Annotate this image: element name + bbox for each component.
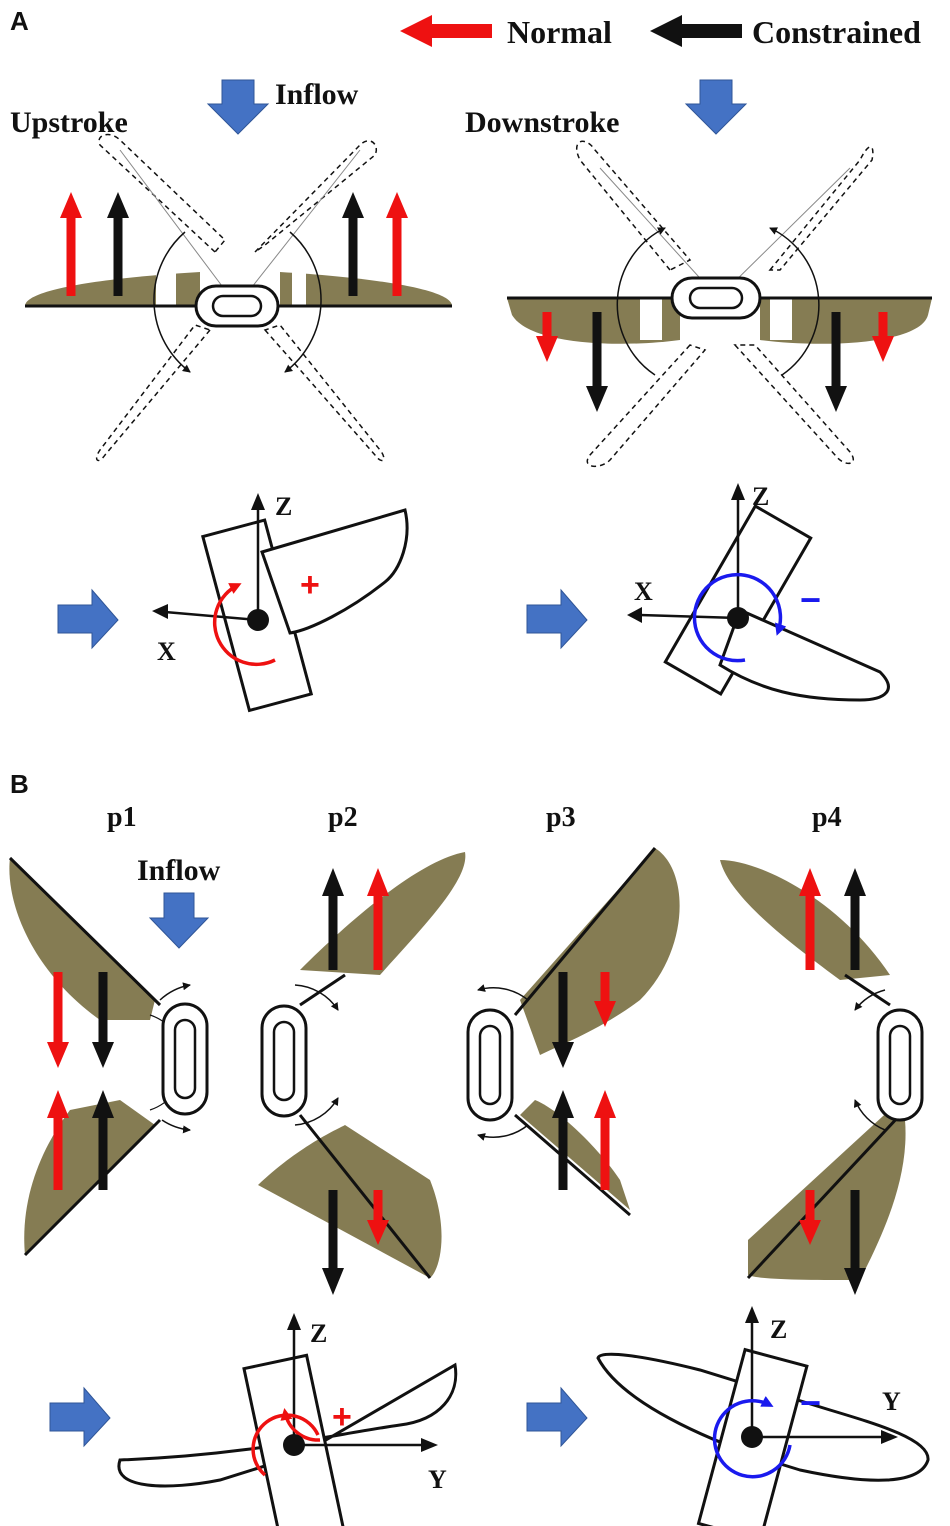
axes-diagram-a-left: Z X + [57,492,409,713]
downstroke-hinge-icon [670,276,762,320]
axes-diagram-b-left: Z Y + [49,1313,458,1526]
negative-moment-sign-b: − [800,1382,821,1423]
axis-z-label-a-right: Z [752,482,769,511]
downstroke-diagram [507,140,932,467]
axis-x-label-a-left: X [157,637,176,666]
phase-label-p4: p4 [812,802,842,833]
axes-diagram-b-right: Z Y − [526,1306,930,1526]
downstroke-wing-right [760,298,932,344]
upstroke-hinge-icon [194,284,280,328]
panel-b-label: B [10,769,29,799]
inflow-label-a: Inflow [275,78,359,111]
axis-z-label-b-right: Z [770,1315,787,1344]
axes-diagram-a-right: Z X − [526,482,890,702]
legend-normal-label: Normal [507,14,612,50]
phase-diagram-p3 [466,847,680,1217]
inflow-arrow-downstroke [684,79,748,135]
legend-constrained-label: Constrained [752,14,921,50]
flow-arrow-a-right [526,588,588,650]
upstroke-label: Upstroke [10,106,128,139]
positive-moment-sign: + [300,566,320,604]
inflow-arrow-upstroke [206,79,270,135]
phase-label-p1: p1 [107,802,137,833]
downstroke-label: Downstroke [465,106,619,139]
axis-z-label-b-left: Z [310,1319,327,1348]
flow-arrow-b-left [49,1386,111,1448]
flow-arrow-b-right [526,1386,588,1448]
inflow-label-b: Inflow [137,854,221,887]
panel-a-label: A [10,6,29,36]
flow-arrow-a-left [57,588,119,650]
legend-normal-arrow [400,15,492,47]
inflow-arrow-b [148,892,210,949]
legend: Normal Constrained [400,14,921,50]
negative-moment-sign: − [800,579,821,620]
phase-diagram-p2 [258,852,466,1295]
positive-moment-sign-b: + [332,1398,352,1436]
legend-constrained-arrow [650,15,742,47]
phase-label-p2: p2 [328,802,358,833]
phase-diagram-p4 [720,860,924,1295]
phase-label-p3: p3 [546,802,576,833]
upstroke-diagram [25,133,452,462]
axis-x-label-a-right: X [634,577,653,606]
axis-y-label-b-right: Y [882,1387,901,1416]
upstroke-wing-right [280,272,452,306]
axis-y-label-b-left: Y [428,1465,447,1494]
axis-z-label-a-left: Z [275,492,292,521]
phase-diagram-p1 [8,856,209,1257]
